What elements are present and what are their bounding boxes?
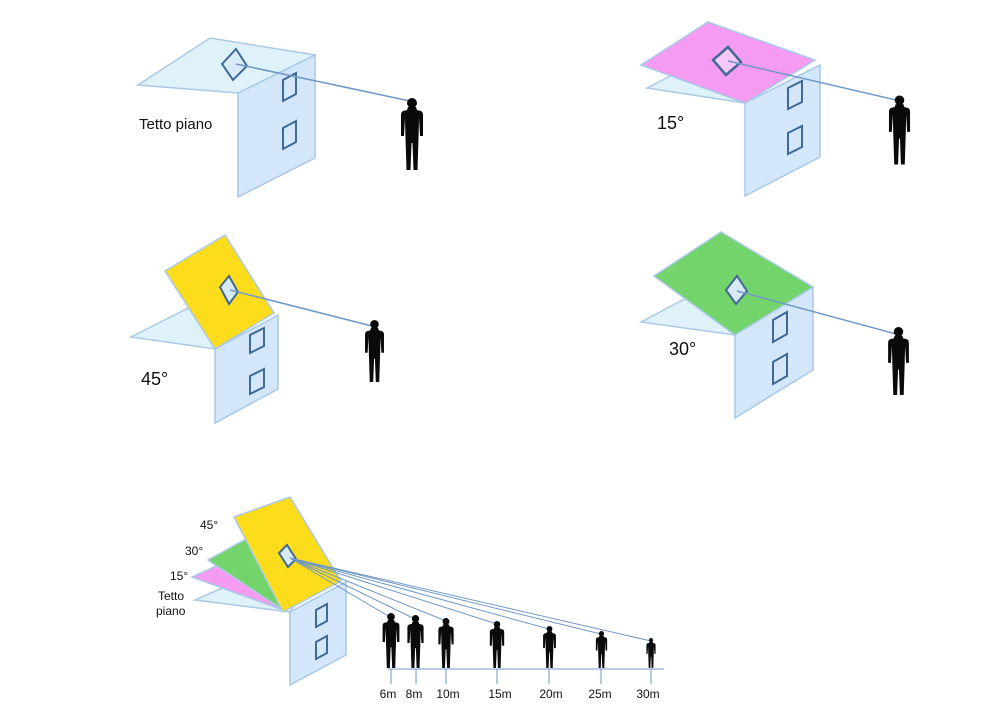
panel-label: 30° xyxy=(669,339,696,359)
panel-roof-30: 30° xyxy=(638,231,909,420)
panel-roof-15: 15° xyxy=(639,21,911,198)
wall-window xyxy=(282,119,297,151)
panel-flat-roof: Tetto piano xyxy=(135,37,423,199)
wall-window xyxy=(787,79,803,111)
person-icon xyxy=(888,327,909,395)
person-icon xyxy=(407,615,424,668)
distance-label: 25m xyxy=(588,687,611,701)
wall-window xyxy=(787,124,803,156)
sight-line xyxy=(727,60,897,101)
wall-window xyxy=(772,310,788,344)
sight-line xyxy=(289,557,652,642)
wall-window xyxy=(249,326,265,355)
panel-label: 45° xyxy=(141,369,168,389)
sight-line xyxy=(289,557,391,618)
distance-label: 8m xyxy=(406,687,423,701)
person-icon xyxy=(888,95,911,165)
distance-label: 6m xyxy=(380,687,397,701)
distance-label: 15m xyxy=(488,687,511,701)
sight-lines xyxy=(289,557,652,642)
distance-label: 30m xyxy=(636,687,659,701)
panel-label: 15° xyxy=(657,113,684,133)
distance-label: 10m xyxy=(436,687,459,701)
person-icon xyxy=(365,320,384,382)
wall-window xyxy=(315,602,328,629)
roof-label-45: 45° xyxy=(200,518,218,532)
roof-label-15: 15° xyxy=(170,569,188,583)
person-icon xyxy=(438,618,454,668)
sight-line xyxy=(289,557,602,635)
sight-line xyxy=(736,290,897,335)
person-icon xyxy=(646,638,656,668)
panel-label: Tetto piano xyxy=(139,116,212,133)
person-icon xyxy=(489,621,505,668)
person-icon xyxy=(595,631,608,668)
sight-line xyxy=(229,289,373,327)
roof-label-flat-line2: piano xyxy=(156,604,186,618)
person-icon xyxy=(401,98,423,170)
distance-labels: 6m 8m 10m 15m 20m 25m 30m xyxy=(380,687,660,701)
person-icon xyxy=(543,626,556,668)
roof xyxy=(163,233,276,351)
sight-line xyxy=(289,557,416,620)
roof-angle-labels: 45° 30° 15° Tetto piano xyxy=(156,518,218,618)
comparison-diagram: 6m 8m 10m 15m 20m 25m 30m 45° 30° 15° Te… xyxy=(156,496,664,701)
wall xyxy=(214,313,279,425)
roof-window xyxy=(724,274,749,306)
roof-label-30: 30° xyxy=(185,544,203,558)
person-icon xyxy=(382,613,400,668)
wall-window xyxy=(315,634,328,661)
roof-window xyxy=(711,45,743,77)
wall xyxy=(289,580,347,687)
sight-line xyxy=(289,557,550,630)
sight-line xyxy=(289,557,447,622)
sight-line xyxy=(289,557,498,625)
wall-window xyxy=(249,367,265,396)
distance-label: 20m xyxy=(539,687,562,701)
sight-line xyxy=(235,63,411,102)
roof-label-flat-line1: Tetto xyxy=(158,589,184,603)
wall-window xyxy=(772,352,788,386)
panel-roof-45: 45° xyxy=(128,233,384,425)
distance-axis xyxy=(388,668,664,684)
